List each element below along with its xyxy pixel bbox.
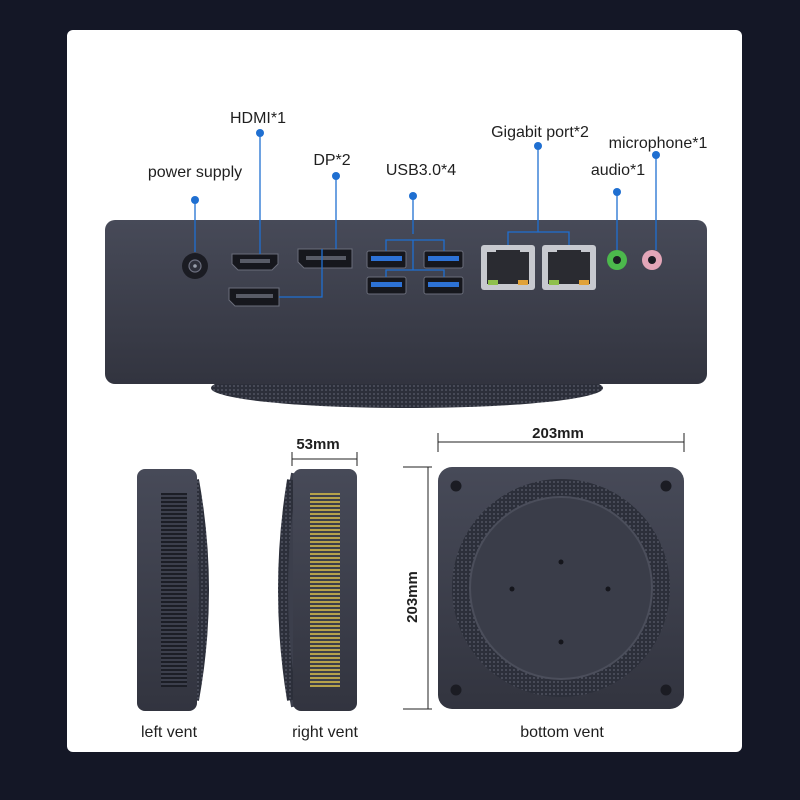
left-side-view [137,469,209,711]
ethernet-port-icon [481,245,535,290]
right-vent-label: right vent [292,724,358,741]
depth-dimension-label: 53mm [296,436,339,453]
usb-port-icon [423,276,464,295]
power-supply-label: power supply [148,164,242,181]
dp-label: DP*2 [313,152,350,169]
audio-label: audio*1 [591,162,645,179]
usb-port-icon [366,250,407,269]
power-jack-icon [182,253,208,279]
callout-dots [191,129,660,204]
bottom-view [438,467,684,709]
usb-port-icon [423,250,464,269]
width-dimension [437,433,685,452]
dp-port-icon [297,248,353,269]
depth-dimension [291,452,358,466]
ethernet-port-icon [542,245,596,290]
usb-port-icon [366,276,407,295]
hdmi-label: HDMI*1 [230,110,286,127]
usb-label: USB3.0*4 [386,162,456,179]
dp-port-icon [228,287,280,307]
height-dimension-label: 203mm [404,571,421,623]
gigabit-label: Gigabit port*2 [491,124,589,141]
height-dimension [403,466,432,710]
microphone-label: microphone*1 [609,135,708,152]
left-vent-label: left vent [141,724,198,741]
bottom-vent-label: bottom vent [520,724,604,741]
front-view [105,220,707,408]
callout-lines [194,135,657,298]
audio-jack-icon [607,250,627,270]
hdmi-port-icon [231,253,279,271]
right-side-view [278,469,357,711]
microphone-jack-icon [642,250,662,270]
width-dimension-label: 203mm [532,425,584,442]
